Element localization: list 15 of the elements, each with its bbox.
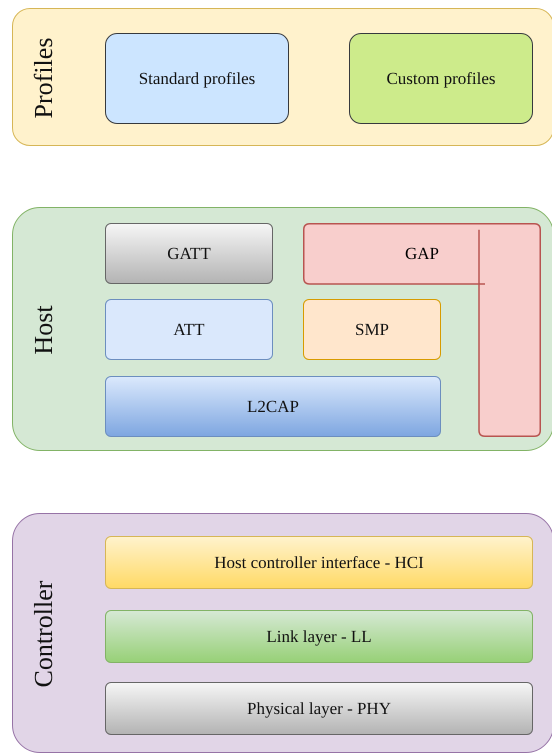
layer-title: Host <box>29 305 59 355</box>
layer-title: Controller <box>29 580 59 688</box>
layer-panel <box>12 207 552 451</box>
protocol-block: Physical layer - PHY <box>105 682 533 735</box>
protocol-block: Host controller interface - HCI <box>105 536 533 589</box>
layer-title: Profiles <box>29 38 59 118</box>
protocol-block: GATT <box>105 223 273 284</box>
protocol-block: L2CAP <box>105 376 441 437</box>
protocol-block: Custom profiles <box>349 33 533 124</box>
protocol-block: Link layer - LL <box>105 610 533 663</box>
protocol-block: SMP <box>303 299 441 360</box>
layer-panel <box>12 513 552 753</box>
protocol-block: Standard profiles <box>105 33 289 124</box>
protocol-block: ATT <box>105 299 273 360</box>
layer-panel <box>12 8 552 146</box>
